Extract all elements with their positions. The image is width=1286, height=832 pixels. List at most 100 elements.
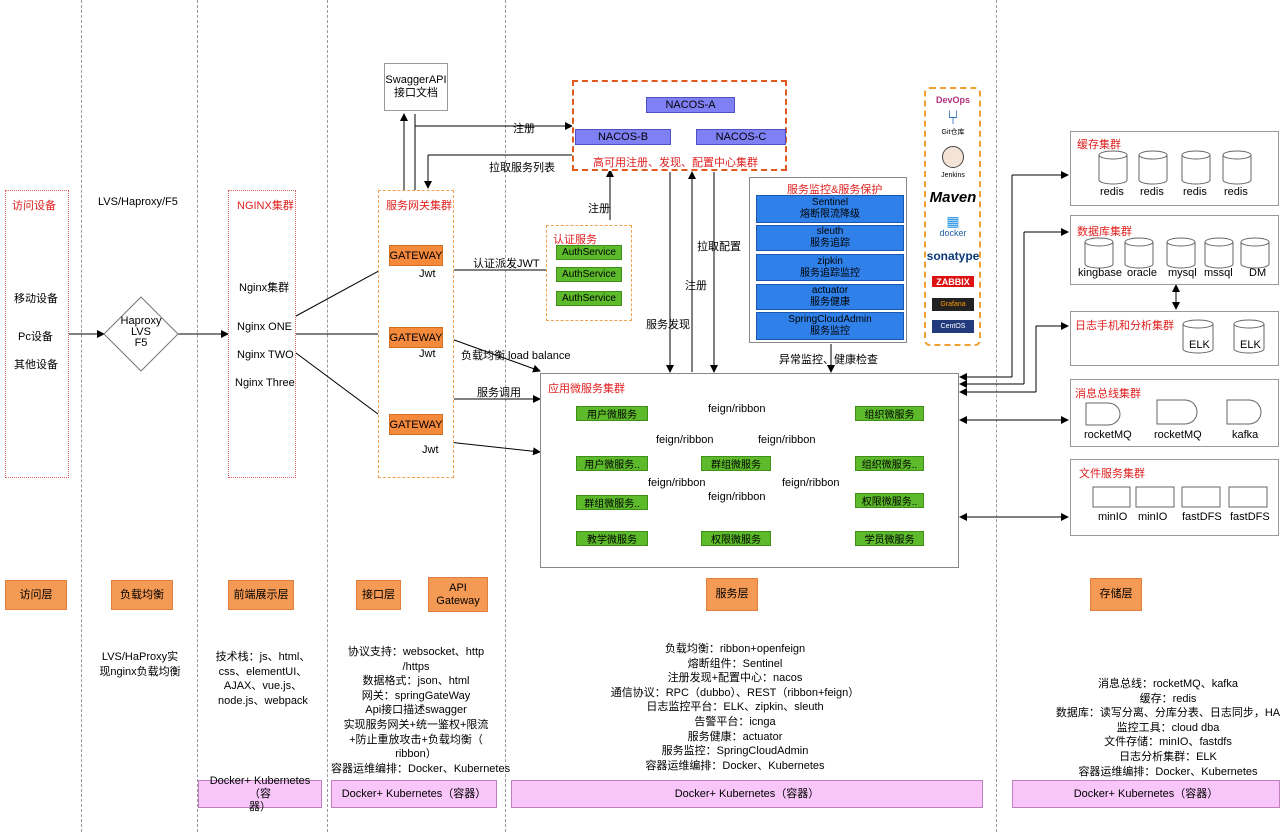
desc-line: 消息总线：rocketMQ、kafka [1098,678,1238,690]
git-icon: ⑂ [947,106,959,129]
file-item: minIO [1138,511,1168,523]
nginx-title: NGINX集群 [237,200,294,212]
device-pc: Pc设备 [18,331,53,343]
svc-user: 用户微服务 [576,406,648,421]
micro-title: 应用微服务集群 [548,383,625,395]
db-title: 数据库集群 [1077,226,1132,238]
jenkins-icon [928,145,978,169]
feign-label: feign/ribbon [656,434,714,446]
cache-item: redis [1224,186,1248,198]
monitor-line: actuator [811,285,849,296]
desc-line: 容器运维编排：Docker、Kubernetes [1078,765,1258,778]
file-item: minIO [1098,511,1128,523]
lb-diamond-label: Haproxy LVS F5 [115,316,167,349]
label-register: 注册 [588,203,610,215]
docker-label: docker [939,228,967,238]
desc-line: 缓存：redis [1139,692,1197,705]
monitor-title: 服务监控&服务保护 [787,184,883,196]
desc-line: 日志监控平台：ELK、zipkin、sleuth [646,701,824,714]
jwt-label: Jwt [422,444,439,456]
layer-service: 服务层 [706,578,758,611]
device-other: 其他设备 [14,359,58,371]
desc-frontend: 技术栈：js、html、 css、elementUI、 AJAX、vue.js、… [203,650,323,708]
db-item: mssql [1204,267,1233,279]
desc-line: +防止重放攻击+负载均衡（ [349,733,483,746]
desc-line: node.js、webpack [218,694,308,707]
access-device-box: 访问设备 移动设备 Pc设备 其他设备 [5,190,69,478]
desc-line: 服务监控：SpringCloudAdmin [661,745,809,758]
svc-student: 学员微服务 [855,531,924,546]
mq-item: rocketMQ [1154,429,1202,441]
git-label: Git仓库 [941,129,965,136]
svc-user-more: 用户微服务.. [576,456,648,471]
desc-line: AJAX、vue.js、 [223,680,303,693]
label-invoke: 服务调用 [477,387,521,399]
layer-lb: 负载均衡 [111,580,173,610]
swagger-line: SwaggerAPI [385,74,447,86]
desc-service: 负载均衡：ribbon+openfeign 熔断组件：Sentinel 注册发现… [570,642,900,773]
label-pull-list: 拉取服务列表 [489,162,555,174]
cache-item: redis [1140,186,1164,198]
monitor-line: SpringCloudAdmin [788,314,872,325]
desc-line: 现nginx负载均衡 [99,665,181,678]
monitor-line: 服务追踪 [810,238,850,249]
svc-perm: 权限微服务 [701,531,771,546]
desc-line: css、elementUI、 [218,665,308,678]
feign-label: feign/ribbon [782,477,840,489]
svc-org: 组织微服务 [855,406,924,421]
mq-title: 消息总线集群 [1075,388,1141,400]
monitor-line: zipkin [817,255,843,267]
monitor-line: 服务监控 [809,326,850,337]
apigw-line: API [449,581,467,594]
svc-group: 群组微服务 [701,456,771,471]
desc-line: 技术栈：js、html、 [215,651,311,663]
layer-api: 接口层 [356,580,401,610]
column-divider [996,0,997,832]
apigw-line: Gateway [436,594,480,607]
docker-bar-frontend: Docker+ Kubernetes（容器） [198,775,322,813]
docker-bar-api: Docker+ Kubernetes（容器） [331,780,497,808]
swagger-line: 接口文档 [394,87,438,99]
desc-line: 文件存储：minIO、fastdfs [1104,736,1232,749]
zabbix-logo: ZABBIX [932,276,974,287]
monitor-line: 服务追踪监控 [800,267,860,279]
maven-logo: Maven [929,188,977,206]
desc-api: 协议支持：websocket、http /https 数据格式：json、htm… [331,645,511,776]
desc-line: 协议支持：websocket、http [347,646,485,658]
access-device-title: 访问设备 [12,200,56,212]
device-mobile: 移动设备 [14,293,58,305]
sonatype-logo: sonatype [926,249,980,263]
db-item: oracle [1127,267,1157,279]
log-item: ELK [1240,339,1261,351]
docker-bar-service: Docker+ Kubernetes（容器） [511,780,983,808]
desc-line: LVS/HaProxy实 [101,651,179,663]
auth-service-3: AuthService [556,291,622,306]
layer-frontend: 前端展示层 [228,580,294,610]
desc-line: 网关：springGateWay [361,689,471,702]
lb-diamond-shape [103,296,179,372]
svc-perm-more: 权限微服务.. [855,493,924,508]
monitor-line: Sentinel [811,197,849,208]
desc-line: /https [402,660,430,673]
log-title: 日志手机和分析集群 [1075,320,1174,332]
gateway-2: GATEWAY [389,327,443,348]
desc-line: 容器运维编排：Docker、Kubernetes [331,762,511,775]
auth-service-2: AuthService [556,267,622,282]
desc-line: 数据库：读写分离、分库分表、日志同步，HA [1055,707,1281,720]
db-item: kingbase [1078,267,1123,279]
desc-line: 告警平台：icnga [694,715,776,728]
grafana-logo: Grafana [932,298,974,311]
feign-label: feign/ribbon [648,477,706,489]
diamond-line: F5 [134,337,148,349]
svc-org-more: 组织微服务.. [855,456,924,471]
jwt-label: Jwt [419,268,436,280]
desc-lb: LVS/HaProxy实 现nginx负载均衡 [85,650,195,679]
file-item: fastDFS [1182,511,1222,523]
